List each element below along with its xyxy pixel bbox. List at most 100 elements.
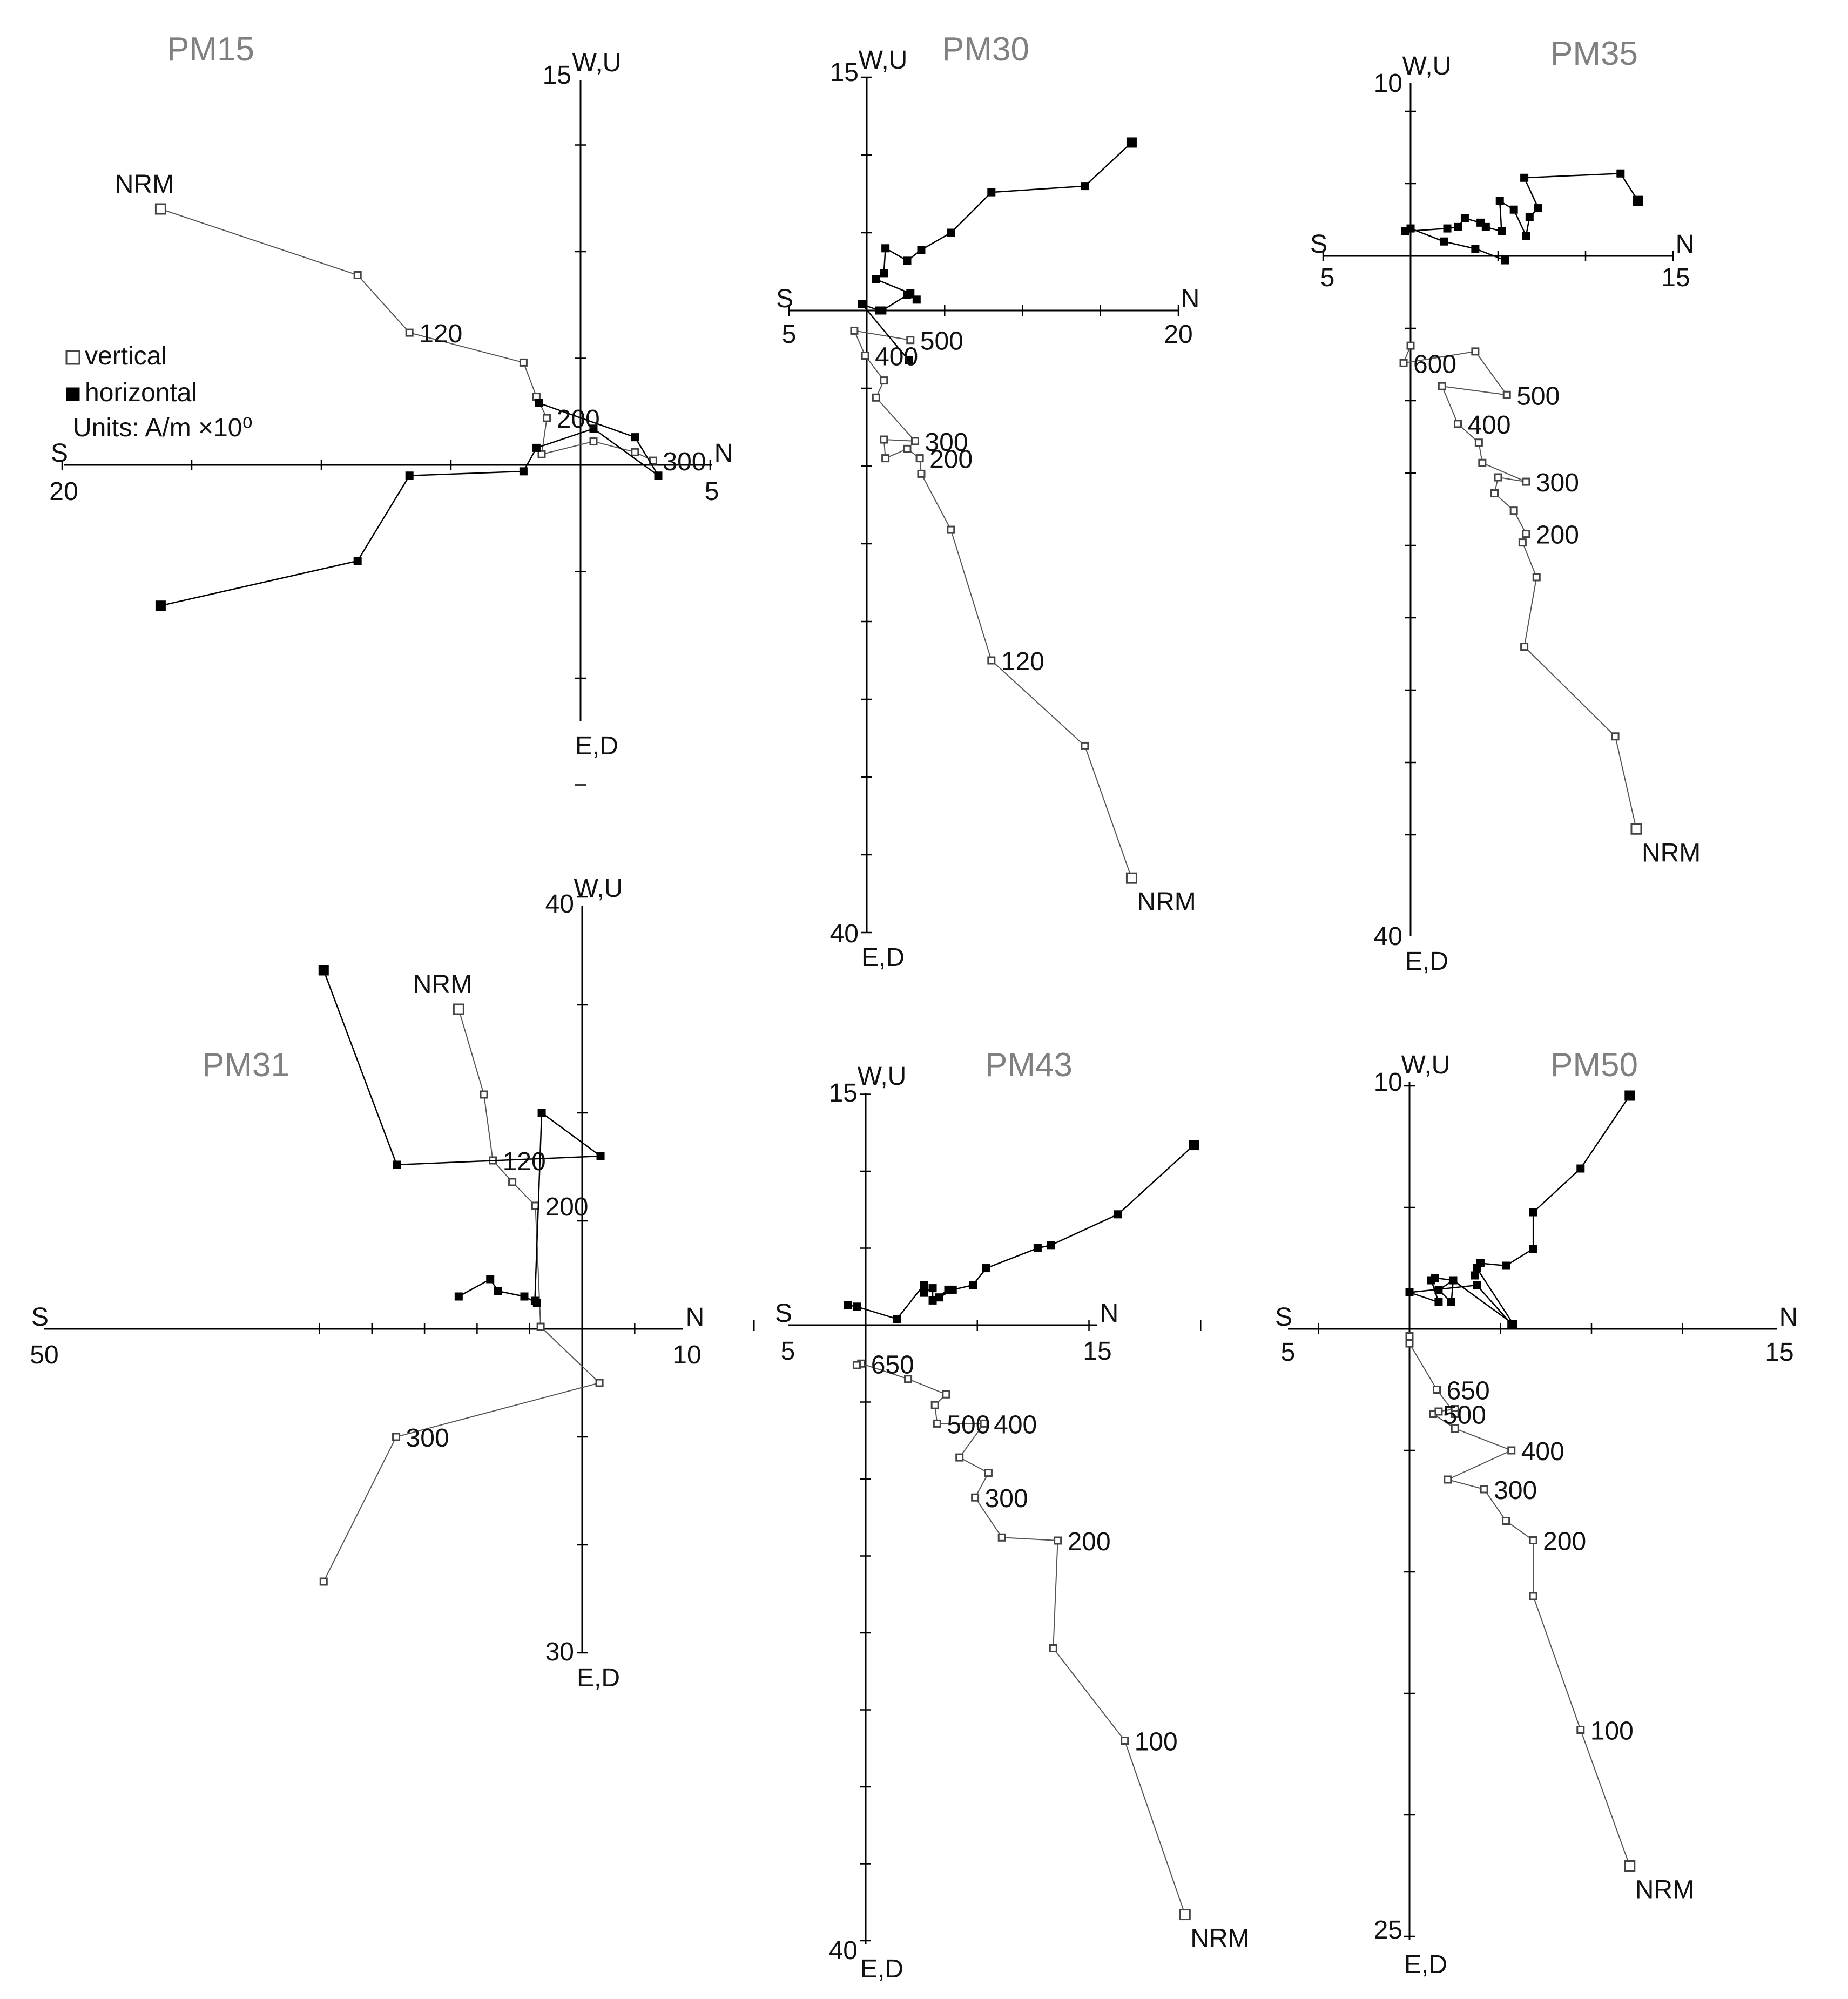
horizontal-point [881, 244, 890, 253]
horizontal-point [944, 1285, 953, 1294]
vertical-point [872, 393, 880, 402]
vertical-point [1433, 1386, 1441, 1394]
axis-label-north: N [714, 439, 733, 468]
horizontal-point [1126, 137, 1137, 148]
vertical-projection-line [856, 1363, 1186, 1915]
horizontal-point [1081, 182, 1089, 191]
scale-label-up: 15 [829, 1079, 858, 1107]
horizontal-point [1476, 218, 1485, 227]
step-label: 400 [994, 1410, 1037, 1439]
horizontal-point [353, 557, 362, 565]
vertical-point [1490, 489, 1499, 498]
horizontal-point [1522, 231, 1530, 240]
scale-label-north: 15 [1083, 1337, 1111, 1366]
legend: vertical horizontal Units: A/m ×10⁰ [65, 342, 253, 442]
vertical-point [631, 448, 639, 456]
step-label: 650 [1447, 1377, 1490, 1406]
horizontal-point [631, 433, 639, 442]
step-label: NRM [115, 170, 174, 199]
vertical-point [1438, 382, 1446, 390]
vertical-projection-line [1402, 345, 1637, 829]
scale-label-north: 20 [1164, 320, 1192, 349]
scale-label-up: 10 [1374, 1068, 1402, 1097]
horizontal-point [1406, 224, 1415, 233]
vertical-point [532, 393, 541, 401]
vertical-point [1507, 1446, 1516, 1455]
vertical-projection-line [1409, 1336, 1630, 1866]
horizontal-point [393, 1160, 401, 1169]
horizontal-point [987, 188, 996, 197]
vertical-point [1474, 438, 1483, 447]
scale-label-north: 10 [672, 1341, 701, 1369]
axis-label-down: E,D [1405, 947, 1448, 976]
step-label: NRM [1190, 1924, 1249, 1953]
vertical-point [1509, 506, 1518, 515]
horizontal-point [905, 356, 913, 364]
horizontal-point [486, 1275, 495, 1284]
scale-label-south: 5 [781, 1337, 795, 1366]
axis-label-north: N [1100, 1299, 1119, 1328]
vertical-point [1444, 1475, 1452, 1484]
horizontal-point [1633, 195, 1643, 206]
axis-label-north: N [686, 1303, 705, 1332]
horizontal-point [1434, 1286, 1443, 1294]
legend-vertical-label: vertical [85, 342, 167, 370]
step-label: NRM [413, 970, 472, 999]
horizontal-point [858, 300, 866, 308]
horizontal-point [1529, 1208, 1537, 1217]
horizontal-point [1033, 1244, 1042, 1252]
scale-label-up: 10 [1374, 69, 1402, 98]
vertical-point [1081, 741, 1089, 750]
step-label: 500 [1443, 1401, 1486, 1430]
vertical-point [955, 1453, 964, 1462]
horizontal-point [1624, 1090, 1635, 1101]
vertical-point [319, 1577, 328, 1586]
vertical-point [1434, 1407, 1443, 1416]
horizontal-point [880, 269, 888, 278]
axis-label-up: W,U [1401, 1051, 1451, 1079]
step-label: NRM [1137, 888, 1196, 916]
horizontal-projection-line [1405, 172, 1639, 261]
vertical-point [1494, 473, 1502, 482]
vertical-point [1611, 732, 1620, 741]
horizontal-point [872, 275, 880, 283]
axis-label-south: S [1275, 1303, 1292, 1332]
horizontal-point [1114, 1210, 1122, 1219]
horizontal-projection-line [847, 1144, 1195, 1320]
step-label: 200 [1543, 1528, 1586, 1556]
vertical-point [1471, 347, 1480, 356]
step-label: 650 [871, 1350, 914, 1379]
horizontal-point [1509, 205, 1518, 214]
horizontal-point [1576, 1164, 1585, 1173]
step-label: 500 [1516, 382, 1560, 410]
axis-label-up: W,U [1402, 52, 1452, 80]
legend-horizontal-swatch [66, 387, 80, 401]
axis-label-north: N [1181, 285, 1200, 313]
horizontal-point [532, 1299, 541, 1307]
axis-label-north: N [1676, 230, 1695, 259]
scale-label-down: 30 [545, 1638, 574, 1666]
vertical-point [915, 454, 924, 463]
vertical-point [1399, 359, 1408, 367]
step-label: 120 [419, 320, 462, 348]
vertical-point [1451, 1424, 1459, 1433]
horizontal-point [928, 1284, 937, 1293]
horizontal-point [1471, 1271, 1479, 1280]
vertical-point [1576, 1726, 1585, 1734]
step-label: 200 [1536, 521, 1579, 550]
vertical-point [1405, 1339, 1414, 1348]
horizontal-point [1427, 1276, 1435, 1285]
step-label: NRM [1635, 1876, 1694, 1905]
vertical-point [1453, 420, 1462, 428]
step-label: 600 [1413, 350, 1456, 379]
vertical-point [543, 414, 551, 422]
horizontal-point [1443, 224, 1452, 233]
horizontal-point [520, 1292, 529, 1301]
horizontal-point [917, 246, 926, 254]
vertical-point [861, 352, 869, 360]
horizontal-point [947, 228, 955, 237]
step-label: 300 [925, 428, 968, 457]
